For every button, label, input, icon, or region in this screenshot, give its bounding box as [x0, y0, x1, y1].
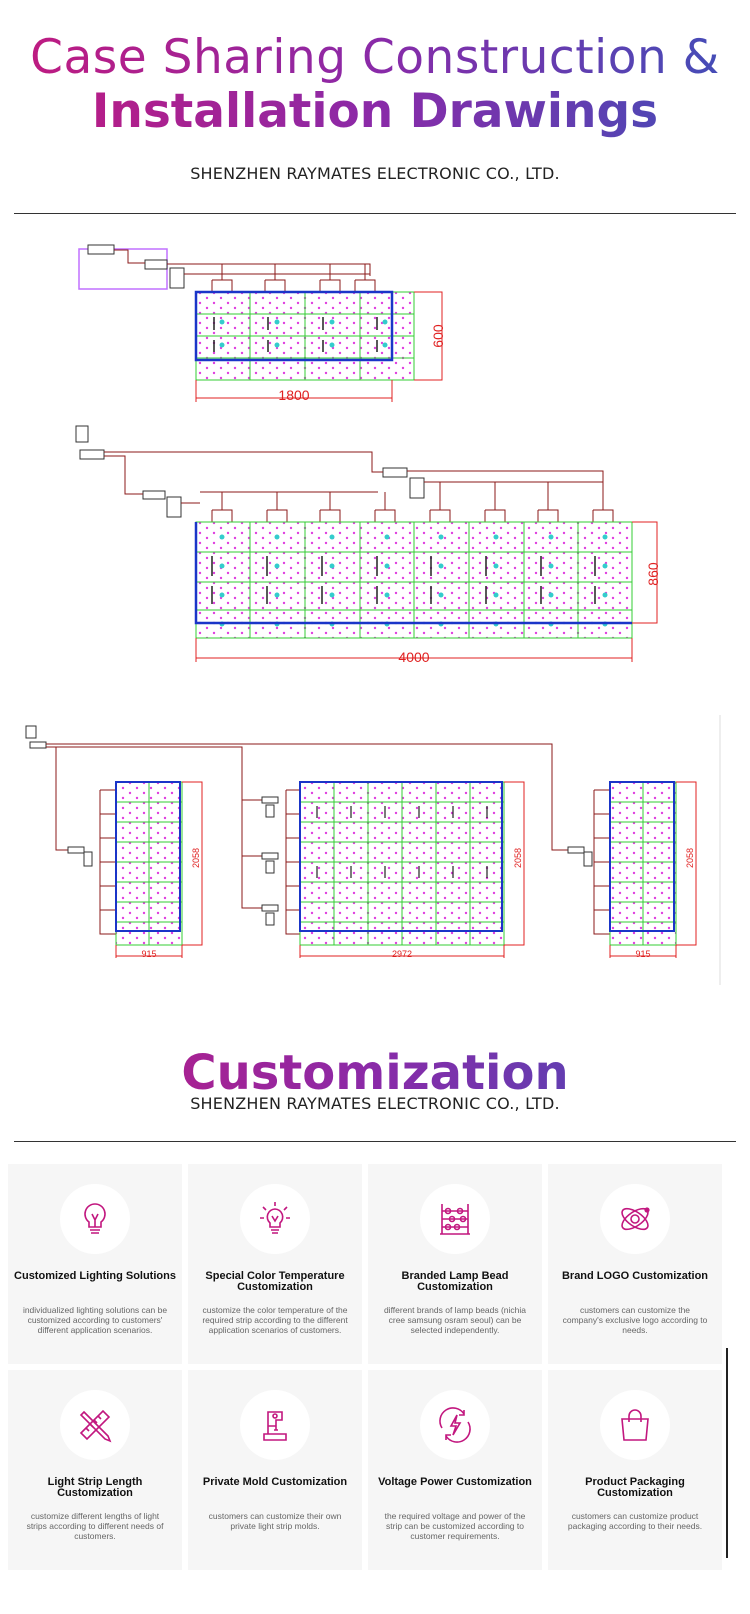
card-title: Customized Lighting Solutions — [14, 1270, 176, 1282]
card-description: different brands of lamp beads (nichia c… — [383, 1305, 527, 1335]
card-strip-length: Light Strip Length Customization customi… — [8, 1370, 182, 1570]
drawing-1-width-label: 1800 — [278, 387, 309, 403]
drawing-3-center-width-label: 2972 — [392, 949, 412, 959]
card-description: customize different lengths of light str… — [26, 1511, 164, 1541]
company-name-2: SHENZHEN RAYMATES ELECTRONIC CO., LTD. — [190, 1094, 560, 1113]
abacus-icon — [440, 1204, 470, 1235]
card-title: Light Strip Length Customization — [47, 1476, 143, 1499]
drawing-1-height-label: 600 — [430, 324, 446, 348]
card-description: individualized lighting solutions can be… — [22, 1305, 168, 1335]
drawing-3-right-width-label: 915 — [635, 949, 650, 959]
ruler-pencil-icon — [79, 1409, 112, 1443]
drawing-2-height-label: 860 — [645, 562, 661, 586]
page-title-line1: Case Sharing Construction & — [0, 30, 750, 85]
page-edge — [726, 1348, 728, 1558]
card-title: Private Mold Customization — [202, 1476, 348, 1488]
card-voltage-power: Voltage Power Customization the required… — [368, 1370, 542, 1570]
atom-icon — [621, 1207, 650, 1231]
drawing-3: 915 2058 2972 2058 915 2058 — [25, 715, 721, 985]
card-private-mold: Private Mold Customization customers can… — [188, 1370, 362, 1570]
divider-2 — [14, 1141, 736, 1142]
drawing-2: 4000 860 — [75, 425, 661, 665]
voltage-icon — [439, 1407, 471, 1443]
bulb-glow-icon — [260, 1202, 290, 1234]
card-description: customers can customize the company's ex… — [562, 1305, 708, 1335]
installation-drawings: 1800 600 — [25, 244, 721, 985]
card-title: Branded Lamp Bead Customization — [401, 1270, 509, 1293]
drawing-2-width-label: 4000 — [398, 649, 429, 665]
card-title: Special Color Temperature Customization — [205, 1270, 345, 1293]
light-bulb-icon — [84, 1203, 106, 1234]
card-title: Brand LOGO Customization — [561, 1270, 709, 1282]
drawing-3-left-height-label: 2058 — [191, 848, 201, 868]
divider — [14, 213, 736, 214]
shopping-bag-icon — [621, 1409, 649, 1441]
card-packaging: Product Packaging Customization customer… — [548, 1370, 722, 1570]
card-title: Voltage Power Customization — [378, 1476, 532, 1488]
customization-title: Customization — [0, 1045, 750, 1101]
drawing-3-left-width-label: 915 — [141, 949, 156, 959]
company-name: SHENZHEN RAYMATES ELECTRONIC CO., LTD. — [190, 164, 560, 183]
drawing-1: 1800 600 — [78, 244, 446, 403]
card-description: customize the color temperature of the r… — [202, 1305, 348, 1335]
card-color-temperature: Special Color Temperature Customization … — [188, 1164, 362, 1364]
card-description: customers can customize their own privat… — [208, 1511, 342, 1531]
card-lamp-bead: Branded Lamp Bead Customization differen… — [368, 1164, 542, 1364]
drawing-3-center-height-label: 2058 — [513, 848, 523, 868]
card-description: customers can customize product packagin… — [567, 1511, 703, 1531]
card-description: the required voltage and power of the st… — [384, 1511, 526, 1541]
card-lighting-solutions: Customized Lighting Solutions individual… — [8, 1164, 182, 1364]
card-title: Product Packaging Customization — [585, 1476, 685, 1499]
mold-machine-icon — [263, 1411, 287, 1441]
card-brand-logo: Brand LOGO Customization customers can c… — [548, 1164, 722, 1364]
drawing-3-right-height-label: 2058 — [685, 848, 695, 868]
page-title-line2: Installation Drawings — [0, 84, 750, 139]
